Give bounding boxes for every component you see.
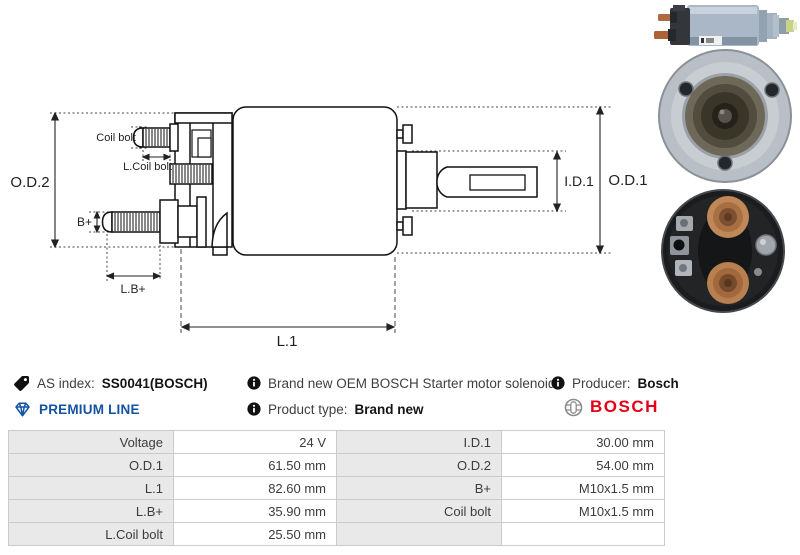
tag-icon <box>13 375 30 392</box>
premium-line-label: PREMIUM LINE <box>39 401 140 417</box>
dim-label-id1: I.D.1 <box>564 173 594 189</box>
producer-label: Producer: <box>572 375 631 391</box>
spec-label: Coil bolt <box>336 499 502 523</box>
description-field: Brand new OEM BOSCH Starter motor soleno… <box>247 374 555 392</box>
thread-hatching <box>114 129 210 231</box>
bosch-logo-icon <box>564 398 583 417</box>
spec-row: O.D.1 61.50 mm O.D.2 54.00 mm <box>8 453 665 477</box>
spec-row: L.B+ 35.90 mm Coil bolt M10x1.5 mm <box>8 499 665 523</box>
product-photo-rear-view[interactable] <box>658 188 789 315</box>
technical-diagram: O.D.2 O.D.1 I.D.1 L.1 L.B+ B+ Coil bolt … <box>10 105 648 350</box>
spec-label: O.D.1 <box>8 453 174 477</box>
as-index-label: AS index: <box>37 375 95 391</box>
spec-label: L.B+ <box>8 499 174 523</box>
solenoid-outline <box>101 106 538 256</box>
spec-label <box>336 522 502 546</box>
spec-row: L.1 82.60 mm B+ M10x1.5 mm <box>8 476 665 500</box>
l1-extension-lines <box>180 249 396 333</box>
spec-row: L.Coil bolt 25.50 mm <box>8 522 665 546</box>
spec-label: L.1 <box>8 476 174 500</box>
dim-label-od1: O.D.1 <box>608 172 647 189</box>
as-index-field: AS index: SS0041(BOSCH) <box>13 374 208 392</box>
dimension-arrows <box>50 105 605 332</box>
brand-logo: BOSCH <box>564 397 659 417</box>
spec-table: Voltage 24 V I.D.1 30.00 mm O.D.1 61.50 … <box>8 430 665 546</box>
spec-value: M10x1.5 mm <box>501 499 665 523</box>
info-icon <box>247 402 261 416</box>
spec-label: B+ <box>336 476 502 500</box>
dim-label-bplus: B+ <box>77 215 92 229</box>
premium-line-badge: PREMIUM LINE <box>13 400 140 418</box>
spec-value: 82.60 mm <box>173 476 337 500</box>
product-photo-side-view[interactable] <box>653 3 797 49</box>
spec-label: O.D.2 <box>336 453 502 477</box>
product-photo-front-view[interactable] <box>654 46 796 186</box>
spec-label: Voltage <box>8 430 174 454</box>
product-type-value: Brand new <box>354 401 424 417</box>
spec-value: 25.50 mm <box>173 522 337 546</box>
spec-label: I.D.1 <box>336 430 502 454</box>
spec-value: 35.90 mm <box>173 499 337 523</box>
dim-label-coil-bolt: Coil bolt <box>96 132 136 144</box>
spec-value: 61.50 mm <box>173 453 337 477</box>
as-index-value: SS0041(BOSCH) <box>101 375 208 391</box>
spec-value: 24 V <box>173 430 337 454</box>
diamond-icon <box>13 401 32 418</box>
dim-label-od2: O.D.2 <box>10 174 49 191</box>
info-icon <box>551 376 565 390</box>
spec-value: 54.00 mm <box>501 453 665 477</box>
brand-logo-text: BOSCH <box>590 397 659 416</box>
product-type-label: Product type: <box>268 401 348 417</box>
product-type-field: Product type: Brand new <box>247 400 424 418</box>
dim-label-lbplus: L.B+ <box>120 282 145 296</box>
spec-value: 30.00 mm <box>501 430 665 454</box>
dim-label-lcoil-bolt: L.Coil bolt <box>123 161 172 173</box>
description-text: Brand new OEM BOSCH Starter motor soleno… <box>268 375 556 391</box>
spec-value: M10x1.5 mm <box>501 476 665 500</box>
spec-row: Voltage 24 V I.D.1 30.00 mm <box>8 430 665 454</box>
dim-label-l1: L.1 <box>277 333 298 350</box>
solenoid-dimension-drawing: O.D.2 O.D.1 I.D.1 L.1 L.B+ B+ Coil bolt … <box>10 105 648 350</box>
spec-value <box>501 522 665 546</box>
spec-label: L.Coil bolt <box>8 522 174 546</box>
producer-value: Bosch <box>637 375 679 391</box>
producer-field: Producer: Bosch <box>551 374 679 392</box>
info-icon <box>247 376 261 390</box>
